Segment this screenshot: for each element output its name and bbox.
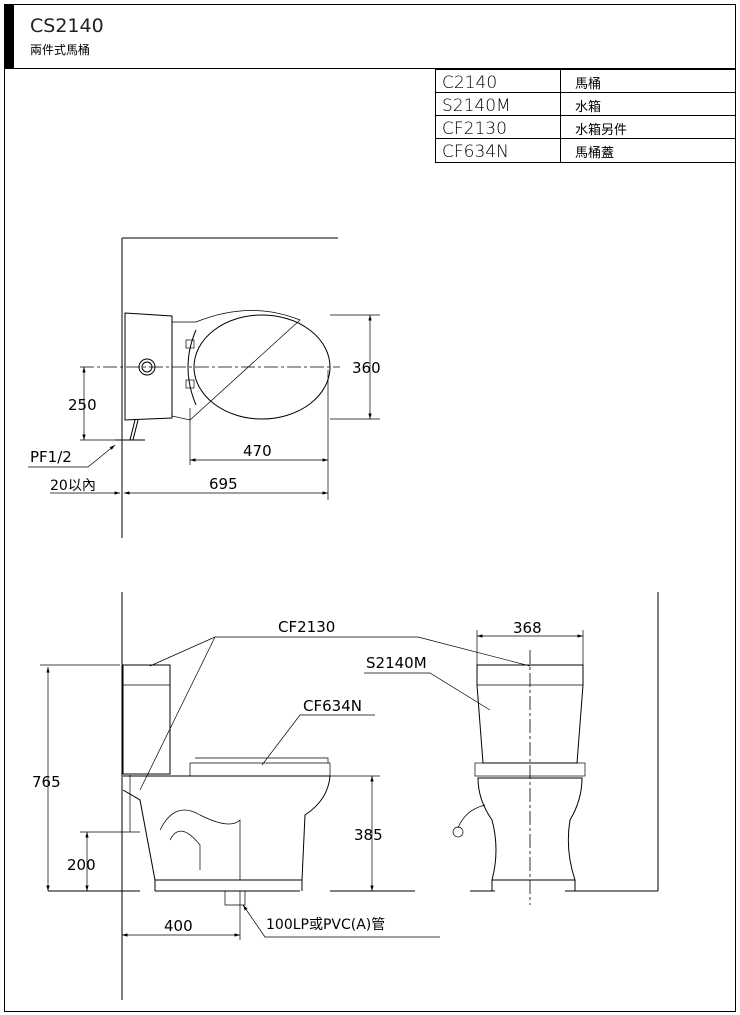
dim-supply-250: 250: [68, 396, 97, 414]
model-subtitle: 兩件式馬桶: [30, 42, 90, 57]
dim-supply-200: 200: [67, 856, 96, 874]
drawing-frame: [4, 4, 736, 1012]
part-name: 水箱另件: [575, 122, 627, 138]
part-code: C2140: [442, 73, 497, 93]
dim-roughin-400: 400: [164, 917, 193, 935]
part-code: CF634N: [442, 142, 509, 162]
model-title: CS2140: [30, 15, 104, 37]
tank-top: [124, 312, 173, 421]
part-code: CF2130: [442, 119, 507, 139]
dim-seat-470: 470: [243, 442, 272, 460]
drain-label: 100LP或PVC(A)管: [266, 917, 385, 933]
part-name: 馬桶蓋: [575, 146, 614, 161]
supply-label-pf12: PF1/2: [30, 448, 72, 466]
parts-table: C2140 馬桶 S2140M 水箱 CF2130 水箱另件 CF634N 馬桶…: [435, 69, 736, 163]
header-bar: [4, 4, 14, 68]
part-name: 馬桶: [575, 77, 601, 92]
part-name: 水箱: [575, 99, 601, 115]
dim-wall-gap: 20以內: [50, 478, 96, 494]
dim-total-695: 695: [209, 475, 238, 493]
top-view: 360 250 470 695 20以內 PF1/2: [28, 237, 381, 538]
label-s2140m: S2140M: [366, 654, 427, 672]
dim-height-765: 765: [32, 773, 61, 791]
part-code: S2140M: [442, 96, 511, 116]
tank-side: [122, 664, 171, 775]
side-view: CF2130 S2140M CF634N 765 200 385 400 100…: [32, 592, 659, 1000]
seat-side: [189, 762, 331, 777]
label-cf634n: CF634N: [303, 697, 362, 715]
dim-front-368: 368: [513, 619, 542, 637]
bowl-side: [122, 775, 331, 881]
dim-width-360: 360: [352, 359, 381, 377]
label-cf2130: CF2130: [278, 618, 335, 636]
dim-seat-385: 385: [354, 826, 383, 844]
